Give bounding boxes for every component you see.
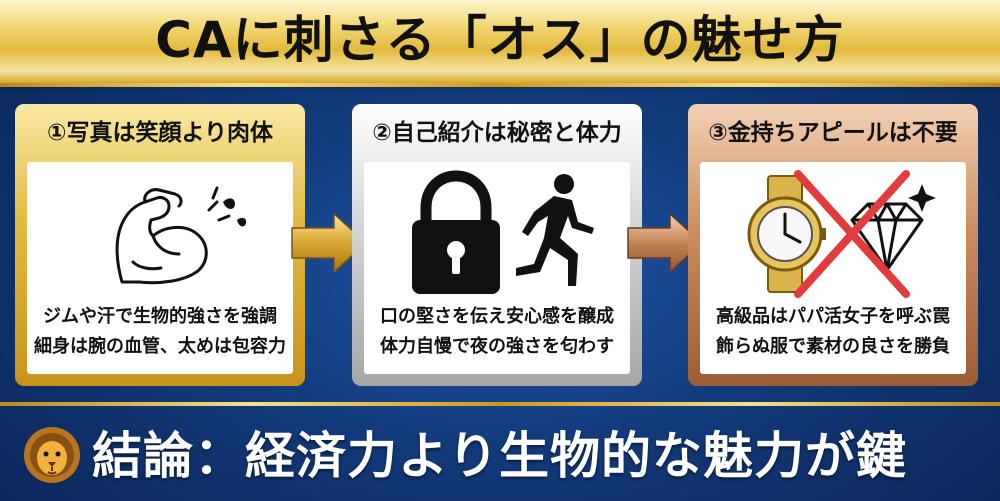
- icon-group: [412, 170, 594, 294]
- card-heading: ②自己紹介は秘密と体力: [372, 120, 622, 146]
- card-wealth: ③金持ちアピールは不要: [688, 104, 978, 386]
- card-line: 細身は腕の血管、太めは包容力: [34, 336, 286, 357]
- card-line: 体力自慢で夜の強さを匂わす: [380, 336, 614, 357]
- card-body: 口の堅さを伝え安心感を醸成 体力自慢で夜の強さを匂わす: [364, 162, 630, 374]
- card-photo: ①写真は笑顔より肉体 ジムや汗で生物的強さを強調 細身は腕の血管、太めは包容力: [15, 104, 305, 386]
- divider-top: [0, 83, 1000, 87]
- conclusion-text: 結論：経済力より生物的な魅力が鍵: [92, 427, 907, 485]
- card-intro: ②自己紹介は秘密と体力 口の堅さを伝え安心感を醸成 体力自慢で夜の強さを匂わす: [352, 104, 642, 386]
- title-banner: CAに刺さる「オス」の魅せ方: [0, 0, 1000, 83]
- flexed-arm-icon: [115, 186, 247, 285]
- card-body: ジムや汗で生物的強さを強調 細身は腕の血管、太めは包容力: [27, 162, 293, 374]
- page-title: CAに刺さる「オス」の魅せ方: [155, 11, 845, 69]
- lion-icon: [24, 427, 80, 483]
- padlock-icon: [412, 170, 500, 294]
- card-heading: ③金持ちアピールは不要: [708, 120, 958, 146]
- wristwatch-icon: [747, 175, 826, 293]
- card-body: 高級品はパパ活女子を呼ぶ罠 飾らぬ服で素材の良さを勝負: [700, 162, 966, 374]
- runner-icon: [516, 174, 594, 286]
- card-line: 口の堅さを伝え安心感を醸成: [380, 306, 614, 327]
- diamond-icon: [850, 184, 936, 272]
- card-line: 高級品はパパ活女子を呼ぶ罠: [716, 306, 950, 327]
- card-line: 飾らぬ服で素材の良さを勝負: [716, 336, 950, 357]
- card-line: ジムや汗で生物的強さを強調: [43, 306, 277, 327]
- arrow-right-icon: [627, 212, 704, 274]
- conclusion-bar: 結論：経済力より生物的な魅力が鍵: [0, 415, 1000, 501]
- cross-mark-icon: [794, 170, 910, 298]
- divider-bottom: [0, 402, 1000, 406]
- card-heading: ①写真は笑顔より肉体: [46, 120, 273, 146]
- icon-group: [747, 170, 936, 298]
- arrow-right-icon: [291, 212, 368, 274]
